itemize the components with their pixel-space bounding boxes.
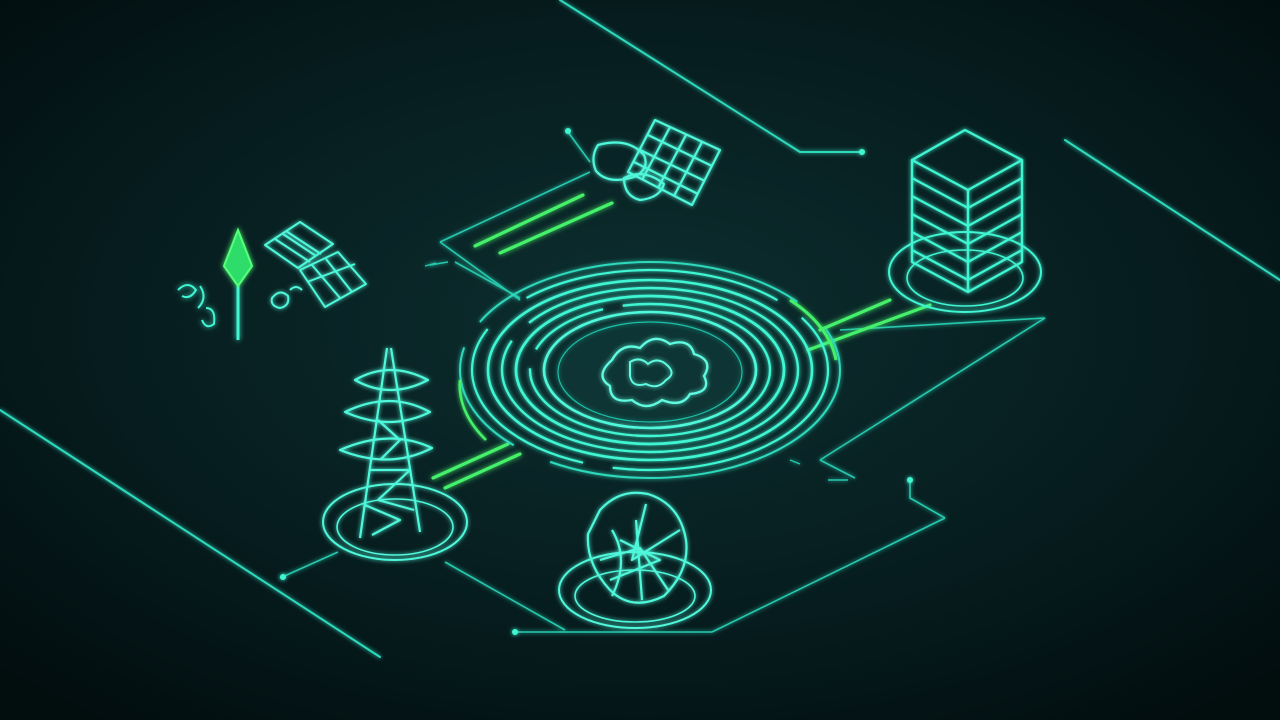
solar-panels-small-icon <box>264 221 367 309</box>
frame-lines <box>0 0 1280 658</box>
node-dots <box>280 128 913 635</box>
solar-panel-icon <box>592 118 722 207</box>
arrow-up-icon <box>177 227 254 340</box>
connector-lines <box>279 131 1046 633</box>
green-connectors <box>431 193 932 490</box>
transmission-tower-icon <box>322 347 468 561</box>
accent-marks <box>424 262 848 481</box>
server-stack-icon <box>888 128 1042 313</box>
central-hub-icon <box>458 261 841 479</box>
wind-turbine-icon <box>558 491 712 629</box>
